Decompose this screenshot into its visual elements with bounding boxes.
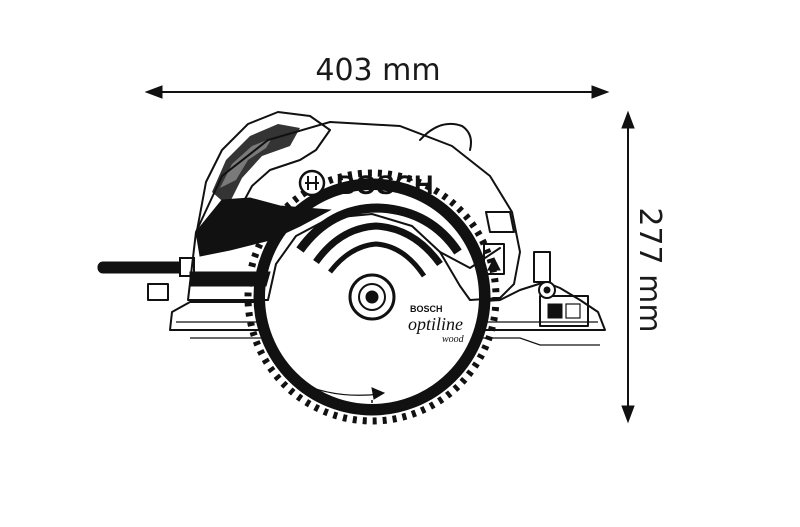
height-arrow-bottom	[621, 405, 635, 424]
bosch-logo: BOSCH	[298, 169, 434, 200]
width-arrow-right	[591, 85, 610, 99]
power-cord	[97, 257, 195, 277]
width-arrow-left	[144, 85, 163, 99]
height-dimension: 277 mm	[621, 110, 667, 424]
blade-sub: wood	[442, 334, 465, 345]
circular-saw: BOSCH BOSCH optiline wood	[97, 111, 606, 425]
height-label: 277 mm	[632, 207, 667, 332]
blade-hub	[348, 273, 396, 321]
blade-label: BOSCH optiline wood	[408, 304, 465, 345]
front-knob	[533, 251, 556, 299]
width-label: 403 mm	[315, 53, 440, 88]
vent-grille	[212, 124, 300, 206]
width-dimension: 403 mm	[144, 53, 610, 99]
blade-brand: BOSCH	[410, 304, 443, 314]
height-arrow-top	[621, 110, 635, 129]
brand-name: BOSCH	[336, 170, 434, 200]
blade-guard	[187, 121, 521, 301]
blade-line: optiline	[408, 314, 463, 334]
